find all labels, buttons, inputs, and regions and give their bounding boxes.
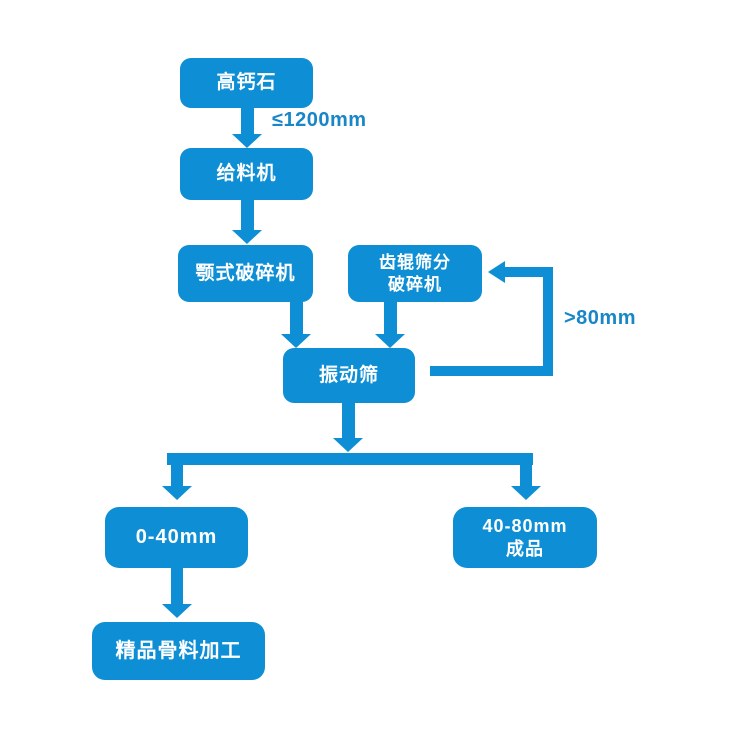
node-fine-aggregate-processing: 精品骨料加工 — [92, 622, 265, 680]
arrowhead-down-icon — [232, 134, 262, 148]
arrowhead-down-icon — [333, 438, 363, 452]
node-tooth-roller-screening-crusher: 齿辊筛分 破碎机 — [348, 245, 482, 302]
arrowhead-down-icon — [162, 486, 192, 500]
node-jaw-crusher: 颚式破碎机 — [178, 245, 313, 302]
arrowhead-down-icon — [162, 604, 192, 618]
arrowhead-down-icon — [232, 230, 262, 244]
node-size-40-80mm-product: 40-80mm 成品 — [453, 507, 597, 568]
return-loop-top-segment — [504, 267, 553, 277]
node-feeder: 给料机 — [180, 148, 313, 200]
arrow-stone-to-feeder — [241, 108, 254, 135]
return-loop-bottom-segment — [430, 366, 553, 376]
arrowhead-down-icon — [281, 334, 311, 348]
arrow-0-40mm-to-fine — [171, 568, 183, 605]
node-vibrating-screen: 振动筛 — [283, 348, 415, 403]
arrow-split-to-40-80mm — [520, 465, 532, 487]
split-bar — [167, 453, 533, 465]
arrow-split-to-0-40mm — [171, 465, 183, 487]
node-size-0-40mm: 0-40mm — [105, 507, 248, 568]
edge-label-oversize-return: >80mm — [564, 307, 636, 329]
arrow-roller-to-screen — [384, 302, 397, 335]
arrow-screen-to-split — [342, 403, 355, 439]
arrowhead-down-icon — [511, 486, 541, 500]
arrow-feeder-to-jaw — [241, 200, 254, 231]
arrow-jaw-to-screen — [290, 302, 303, 335]
node-high-calcium-stone: 高钙石 — [180, 58, 313, 108]
return-loop-right-segment — [543, 267, 553, 376]
arrowhead-left-icon — [488, 261, 505, 283]
arrowhead-down-icon — [375, 334, 405, 348]
edge-label-feed-size: ≤1200mm — [272, 109, 367, 131]
